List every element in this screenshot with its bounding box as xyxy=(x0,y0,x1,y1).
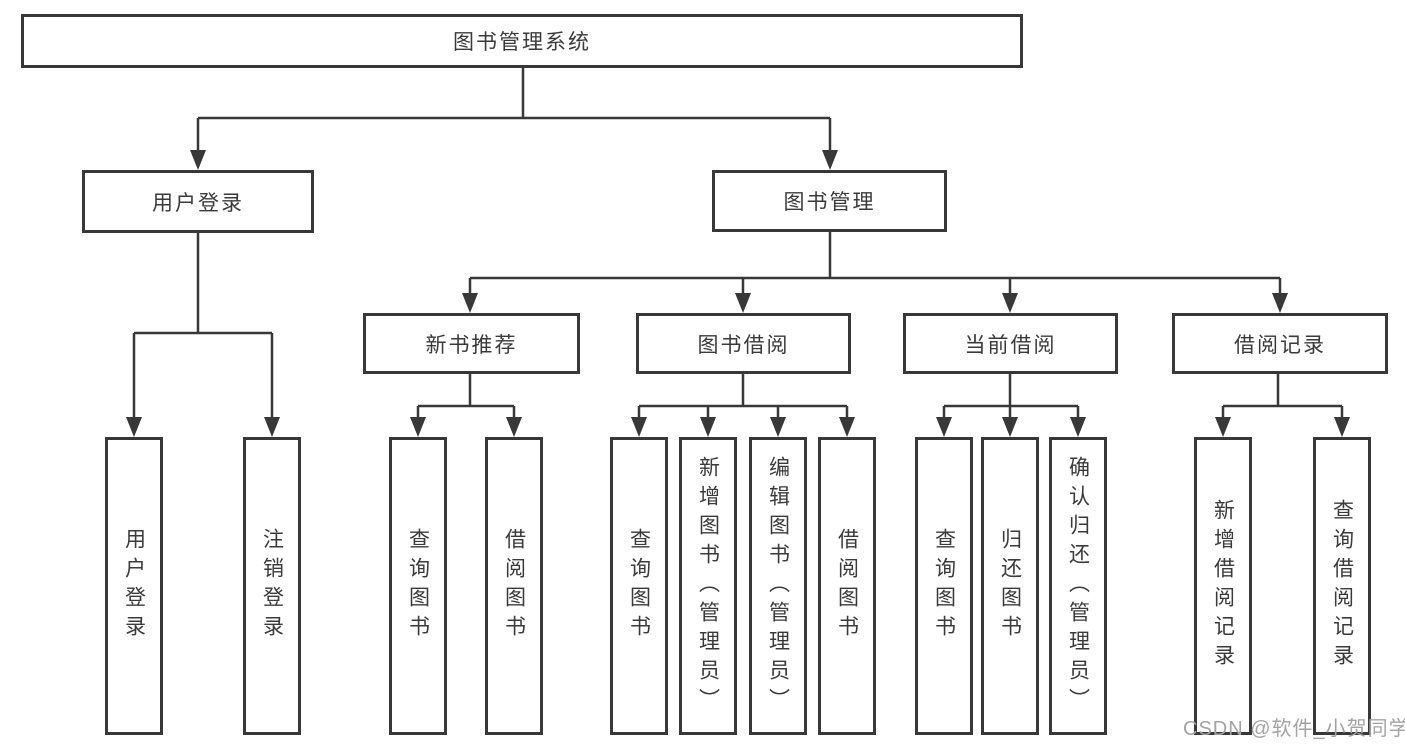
leaf-query-books-borrow: 查询图书 xyxy=(610,437,668,735)
leaf-confirm-return-admin-label: 确认归还（管理员） xyxy=(1066,455,1090,717)
leaf-borrow-books-borrow: 借阅图书 xyxy=(818,437,876,735)
node-book-borrow: 图书借阅 xyxy=(636,313,851,374)
leaf-query-borrow-record-label: 查询借阅记录 xyxy=(1330,499,1354,673)
connector-borrow-records-branch xyxy=(1215,374,1350,437)
leaf-return-books-label: 归还图书 xyxy=(998,528,1022,644)
connector-current-borrow-branch xyxy=(936,374,1086,437)
leaf-edit-book-admin: 编辑图书（管理员） xyxy=(749,437,807,735)
leaf-query-borrow-record: 查询借阅记录 xyxy=(1313,437,1371,735)
leaf-query-books-current: 查询图书 xyxy=(915,437,973,735)
leaf-add-borrow-record: 新增借阅记录 xyxy=(1194,437,1252,735)
leaf-return-books: 归还图书 xyxy=(981,437,1039,735)
leaf-add-book-admin: 新增图书（管理员） xyxy=(679,437,737,735)
leaf-user-login: 用户登录 xyxy=(105,437,163,735)
leaf-confirm-return-admin: 确认归还（管理员） xyxy=(1049,437,1107,735)
csdn-watermark: CSDN @软件_小贺同学 xyxy=(1183,718,1405,740)
leaf-borrow-books-borrow-label: 借阅图书 xyxy=(835,528,859,644)
leaf-add-book-admin-label: 新增图书（管理员） xyxy=(696,455,720,717)
connector-book-mgmt-to-level3 xyxy=(462,232,1288,313)
leaf-logout: 注销登录 xyxy=(243,437,301,735)
leaf-borrow-books-newbook: 借阅图书 xyxy=(485,437,543,735)
node-new-book-recommend: 新书推荐 xyxy=(363,313,580,374)
node-user-login: 用户登录 xyxy=(82,170,314,233)
node-book-management: 图书管理 xyxy=(712,170,947,232)
leaf-borrow-books-newbook-label: 借阅图书 xyxy=(502,528,526,644)
node-current-borrow: 当前借阅 xyxy=(903,313,1118,374)
node-borrow-records: 借阅记录 xyxy=(1172,313,1388,374)
connector-user-login-branch xyxy=(126,233,280,437)
leaf-add-borrow-record-label: 新增借阅记录 xyxy=(1211,499,1235,673)
leaf-query-books-current-label: 查询图书 xyxy=(932,528,956,644)
leaf-query-books-newbook-label: 查询图书 xyxy=(406,528,430,644)
leaf-query-books-newbook: 查询图书 xyxy=(389,437,447,735)
node-root-system: 图书管理系统 xyxy=(21,14,1023,68)
connector-new-book-branch xyxy=(410,374,522,437)
leaf-query-books-borrow-label: 查询图书 xyxy=(627,528,651,644)
leaf-logout-label: 注销登录 xyxy=(260,528,284,644)
connector-book-borrow-branch xyxy=(631,374,855,437)
connector-root-to-level2 xyxy=(190,68,838,170)
leaf-edit-book-admin-label: 编辑图书（管理员） xyxy=(766,455,790,717)
leaf-user-login-label: 用户登录 xyxy=(122,528,146,644)
